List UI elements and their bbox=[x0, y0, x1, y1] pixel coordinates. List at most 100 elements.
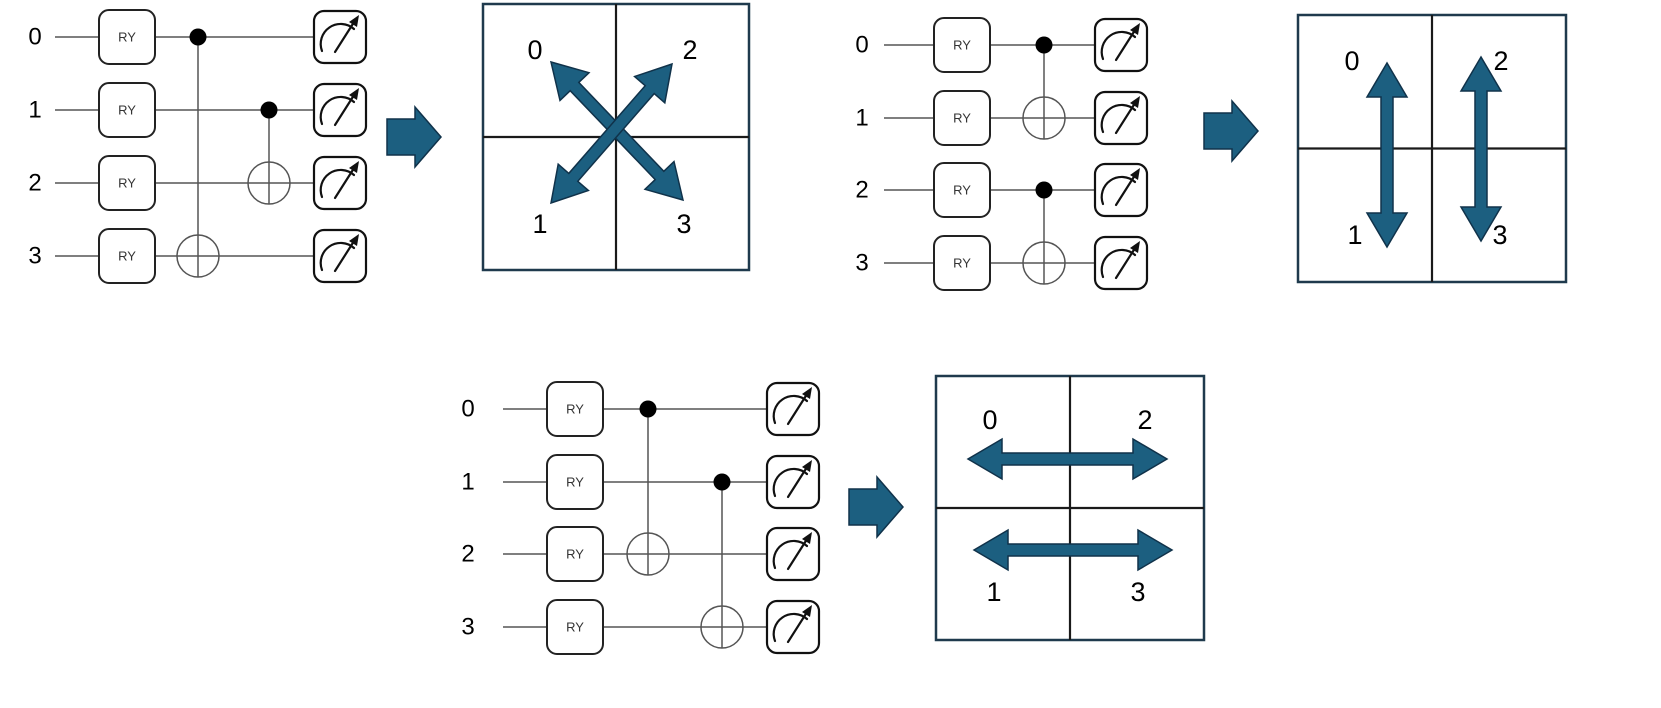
measurement-meter-icon bbox=[1093, 162, 1149, 218]
grid-qubit-label: 3 bbox=[676, 209, 691, 239]
ry-gate-label: RY bbox=[118, 102, 136, 117]
ry-gate-label: RY bbox=[566, 474, 584, 489]
ry-gate bbox=[98, 228, 156, 284]
qubit-label: 0 bbox=[855, 31, 868, 58]
grid-qubit-label: 0 bbox=[982, 405, 997, 435]
grid-qubit-label: 1 bbox=[986, 577, 1001, 607]
meter-dial bbox=[1100, 175, 1137, 206]
measurement-meter-icon bbox=[765, 526, 821, 582]
measurement-meter-icon bbox=[312, 9, 368, 65]
ry-gate-label: RY bbox=[953, 110, 971, 125]
meter-needle bbox=[333, 17, 358, 54]
meter-needle bbox=[786, 534, 811, 571]
ry-gate-label: RY bbox=[953, 182, 971, 197]
right-arrow-icon bbox=[386, 104, 442, 170]
panel-diagonal: 0 1 2 3 RY RY RY RY0 2 1 3 bbox=[28, 2, 751, 284]
qubit-label: 3 bbox=[855, 249, 868, 276]
meter-needle bbox=[333, 90, 358, 127]
qubit-label: 2 bbox=[461, 540, 474, 567]
measurement-meter-icon bbox=[312, 228, 368, 284]
meter-needle bbox=[1114, 170, 1139, 207]
ry-gate-label: RY bbox=[953, 255, 971, 270]
meter-dial bbox=[772, 467, 809, 498]
meter-needle bbox=[333, 236, 358, 273]
grid-qubit-label: 3 bbox=[1492, 220, 1507, 250]
meter-dial bbox=[319, 95, 356, 126]
ry-gate bbox=[933, 17, 991, 73]
measurement-meter-icon bbox=[1093, 90, 1149, 146]
meter-needle-tip bbox=[349, 15, 359, 27]
ry-gate bbox=[933, 90, 991, 146]
ry-gate bbox=[98, 82, 156, 138]
right-arrow-icon bbox=[1203, 98, 1259, 164]
qubit-label: 2 bbox=[28, 169, 41, 196]
meter-dial bbox=[319, 168, 356, 199]
meter-needle-tip bbox=[1130, 96, 1140, 108]
cnot-control-dot bbox=[189, 28, 207, 46]
meter-needle bbox=[333, 163, 358, 200]
meter-needle-tip bbox=[1130, 23, 1140, 35]
qubit-grid-vertical: 0 2 1 3 bbox=[1296, 13, 1568, 284]
ry-gate bbox=[546, 454, 604, 510]
grid-qubit-label: 1 bbox=[1347, 220, 1362, 250]
coupling-arrow bbox=[1365, 61, 1409, 249]
cnot-control-dot bbox=[1035, 181, 1053, 199]
meter-needle-tip bbox=[349, 234, 359, 246]
meter-needle-tip bbox=[1130, 168, 1140, 180]
meter-dial bbox=[1100, 103, 1137, 134]
ry-gate-label: RY bbox=[566, 546, 584, 561]
qubit-label: 1 bbox=[28, 96, 41, 123]
measurement-meter-icon bbox=[765, 454, 821, 510]
qubit-label: 3 bbox=[28, 242, 41, 269]
meter-needle bbox=[1114, 243, 1139, 280]
measurement-meter-icon bbox=[312, 82, 368, 138]
meter-dial bbox=[319, 241, 356, 272]
meter-needle-tip bbox=[349, 161, 359, 173]
meter-needle-tip bbox=[1130, 241, 1140, 253]
qubit-label: 0 bbox=[28, 23, 41, 50]
ry-gate bbox=[546, 599, 604, 655]
meter-needle bbox=[786, 389, 811, 426]
qubit-label: 1 bbox=[855, 104, 868, 131]
ry-gate-label: RY bbox=[118, 248, 136, 263]
ry-gate-label: RY bbox=[118, 175, 136, 190]
meter-dial bbox=[1100, 248, 1137, 279]
meter-dial bbox=[772, 612, 809, 643]
coupling-arrow bbox=[972, 528, 1174, 572]
cnot-control-dot bbox=[713, 473, 731, 491]
meter-needle bbox=[1114, 25, 1139, 62]
qubit-label: 0 bbox=[461, 395, 474, 422]
meter-needle-tip bbox=[802, 460, 812, 472]
ry-gate bbox=[546, 526, 604, 582]
measurement-meter-icon bbox=[1093, 17, 1149, 73]
grid-qubit-label: 2 bbox=[1493, 46, 1508, 76]
grid-qubit-label: 1 bbox=[532, 209, 547, 239]
meter-needle bbox=[786, 462, 811, 499]
circuit-diagonal: 0 1 2 3 RY RY RY RY bbox=[28, 9, 368, 284]
grid-qubit-label: 0 bbox=[1344, 46, 1359, 76]
meter-needle-tip bbox=[802, 532, 812, 544]
coupling-arrow bbox=[550, 62, 673, 205]
ry-gate bbox=[933, 235, 991, 291]
qubit-label: 2 bbox=[855, 176, 868, 203]
meter-dial bbox=[772, 394, 809, 425]
meter-dial bbox=[772, 539, 809, 570]
cnot-control-dot bbox=[260, 101, 278, 119]
grid-qubit-label: 2 bbox=[682, 35, 697, 65]
coupling-arrow bbox=[1459, 55, 1503, 243]
ry-gate-label: RY bbox=[566, 619, 584, 634]
ry-gate bbox=[933, 162, 991, 218]
meter-needle-tip bbox=[349, 88, 359, 100]
meter-needle bbox=[786, 607, 811, 644]
grid-qubit-label: 3 bbox=[1130, 577, 1145, 607]
ry-gate-label: RY bbox=[118, 29, 136, 44]
meter-needle-tip bbox=[802, 387, 812, 399]
coupling-arrow bbox=[966, 437, 1169, 481]
measurement-meter-icon bbox=[1093, 235, 1149, 291]
